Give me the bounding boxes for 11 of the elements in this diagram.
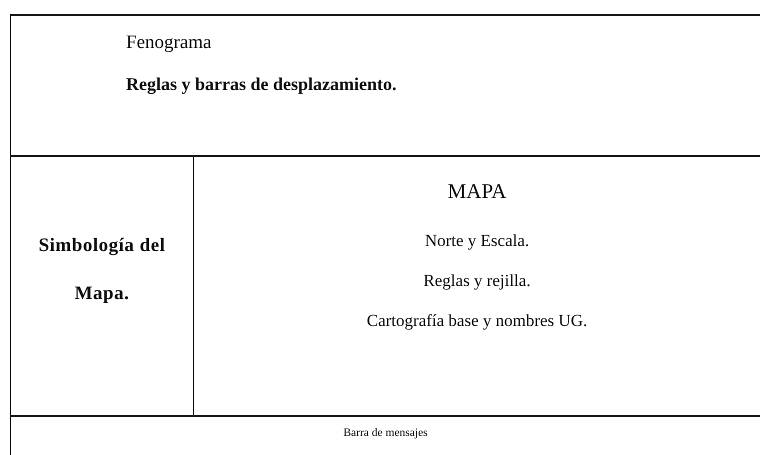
map-item: Norte y Escala. (424, 231, 530, 251)
map-item: Reglas y rejilla. (423, 271, 531, 291)
legend-panel (10, 155, 194, 415)
panel-title: Fenograma (126, 32, 212, 54)
panel-title: Simbología del Mapa. (38, 234, 166, 306)
toolbar-panel (10, 14, 760, 155)
panel-subtitle: Reglas y barras de desplazamiento. (126, 74, 396, 95)
status-text: Barra de mensajes (343, 427, 428, 439)
status-bar (10, 415, 760, 455)
map-item: Cartografía base y nombres UG. (366, 311, 588, 331)
panel-title: MAPA (448, 179, 506, 204)
